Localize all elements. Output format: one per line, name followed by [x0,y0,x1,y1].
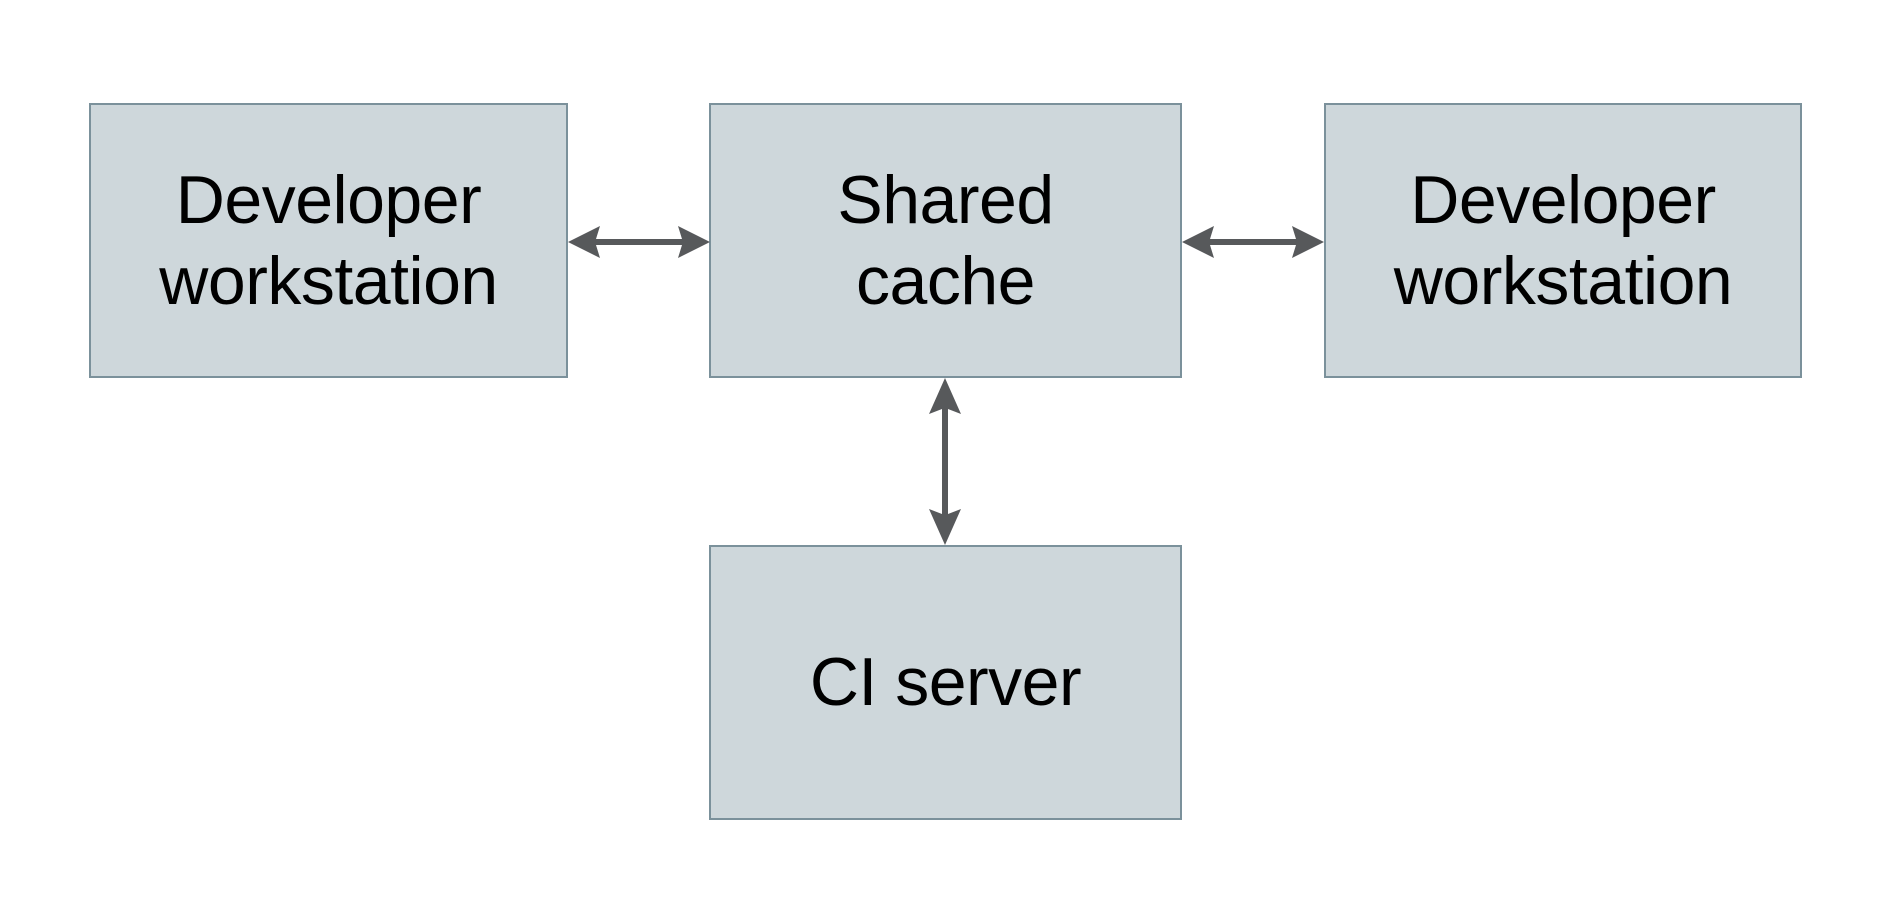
edge-developer-workstation-left-to-shared-cache[interactable] [566,214,712,270]
node-developer-workstation-left[interactable]: Developer workstation [89,103,568,378]
node-label: Developer workstation [159,162,498,319]
node-developer-workstation-right[interactable]: Developer workstation [1324,103,1802,378]
double-arrow-icon [568,226,710,258]
node-ci-server[interactable]: CI server [709,545,1182,820]
node-label: Shared cache [837,162,1054,319]
node-label: CI server [809,644,1082,721]
edge-shared-cache-to-ci-server[interactable] [917,376,973,547]
node-label: Developer workstation [1393,162,1733,319]
double-arrow-icon [1182,226,1324,258]
double-arrow-icon [929,378,961,545]
edge-shared-cache-to-developer-workstation-right[interactable] [1180,214,1326,270]
node-shared-cache[interactable]: Shared cache [709,103,1182,378]
